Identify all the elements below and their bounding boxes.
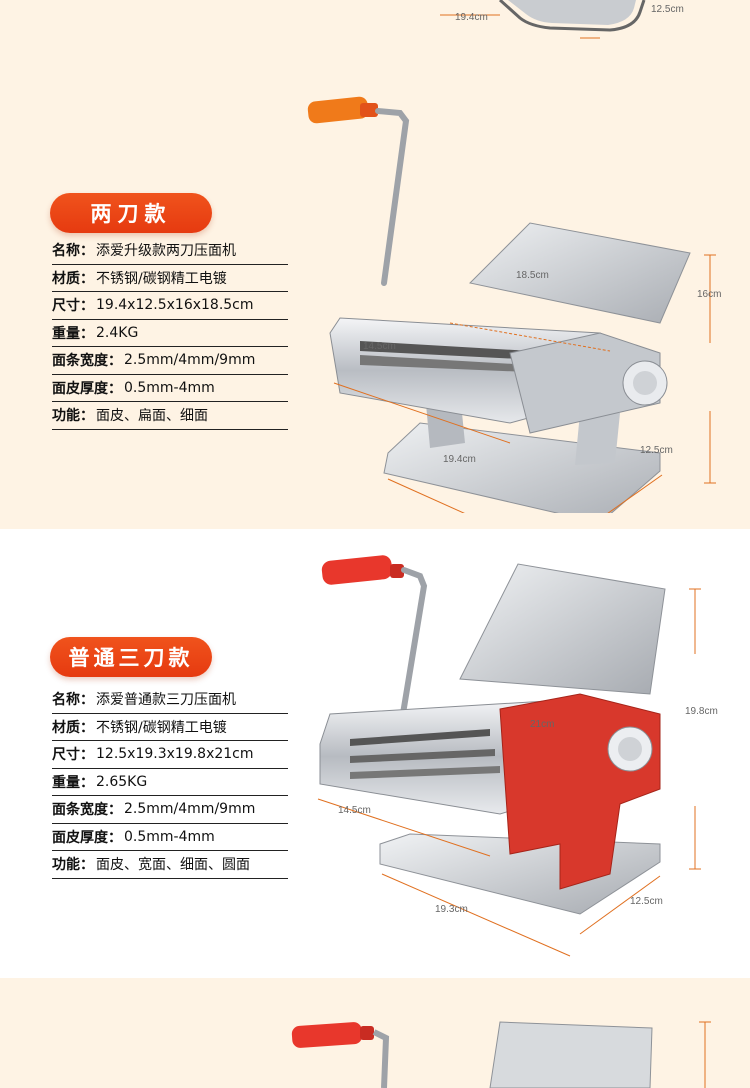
spec-row-size: 尺寸：12.5x19.3x19.8x21cm xyxy=(52,741,288,769)
spec-row-function: 功能：面皮、扁面、细面 xyxy=(52,402,288,430)
spec-row-name: 名称：添爱普通款三刀压面机 xyxy=(52,686,288,714)
spec-row-sheet-thickness: 面皮厚度：0.5mm-4mm xyxy=(52,824,288,851)
product-tag: 普通三刀款 xyxy=(50,637,212,677)
spec-row-noodle-width: 面条宽度：2.5mm/4mm/9mm xyxy=(52,796,288,824)
pasta-machine-two-blade-image xyxy=(307,96,716,513)
next-machine-partial-image xyxy=(291,1021,711,1088)
prev-depth-dimension: 12.5cm xyxy=(651,4,684,15)
product-two-blade-section: 两刀款 名称：添爱升级款两刀压面机 材质：不锈钢/碳钢精工电镀 尺寸：19.4x… xyxy=(0,73,750,529)
side-dimension: 14.5cm xyxy=(363,341,396,352)
height-dimension: 19.8cm xyxy=(685,706,718,717)
side-dimension: 14.5cm xyxy=(338,805,371,816)
pasta-machine-three-blade-image xyxy=(317,555,701,957)
product-three-blade-section: 普通三刀款 名称：添爱普通款三刀压面机 材质：不锈钢/碳钢精工电镀 尺寸：12.… xyxy=(0,529,750,978)
prev-width-dimension: 19.4cm xyxy=(455,12,488,23)
previous-machine-base xyxy=(440,0,646,39)
spec-table: 名称：添爱普通款三刀压面机 材质：不锈钢/碳钢精工电镀 尺寸：12.5x19.3… xyxy=(52,686,288,879)
depth-dimension: 12.5cm xyxy=(640,445,673,456)
spec-row-material: 材质：不锈钢/碳钢精工电镀 xyxy=(52,265,288,292)
next-product-section xyxy=(0,978,750,1088)
previous-product-section: 19.4cm 12.5cm xyxy=(0,0,750,73)
spec-row-weight: 重量：2.65KG xyxy=(52,769,288,796)
top-length-dimension: 18.5cm xyxy=(516,270,549,281)
width-dimension: 19.4cm xyxy=(443,454,476,465)
top-length-dimension: 21cm xyxy=(530,719,555,730)
width-dimension: 19.3cm xyxy=(435,904,468,915)
spec-row-function: 功能：面皮、宽面、细面、圆面 xyxy=(52,851,288,879)
height-dimension: 16cm xyxy=(697,289,722,300)
spec-row-size: 尺寸：19.4x12.5x16x18.5cm xyxy=(52,292,288,320)
product-tag: 两刀款 xyxy=(50,193,212,233)
spec-row-material: 材质：不锈钢/碳钢精工电镀 xyxy=(52,714,288,741)
spec-row-weight: 重量：2.4KG xyxy=(52,320,288,347)
spec-row-name: 名称：添爱升级款两刀压面机 xyxy=(52,237,288,265)
spec-row-noodle-width: 面条宽度：2.5mm/4mm/9mm xyxy=(52,347,288,375)
depth-dimension: 12.5cm xyxy=(630,896,663,907)
spec-table: 名称：添爱升级款两刀压面机 材质：不锈钢/碳钢精工电镀 尺寸：19.4x12.5… xyxy=(52,237,288,430)
spec-row-sheet-thickness: 面皮厚度：0.5mm-4mm xyxy=(52,375,288,402)
